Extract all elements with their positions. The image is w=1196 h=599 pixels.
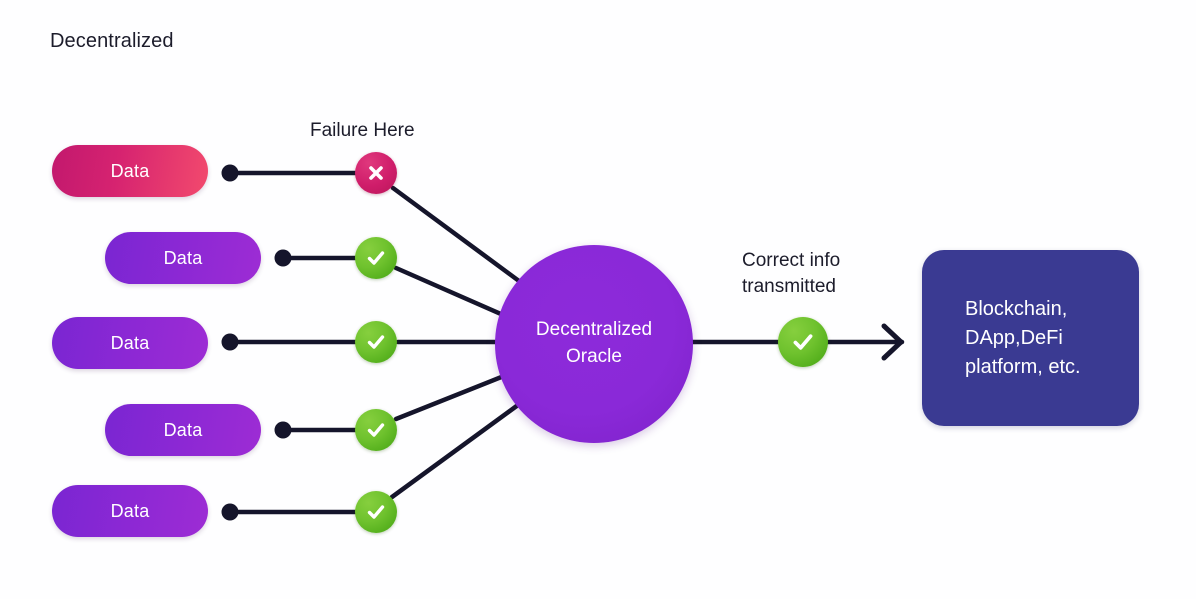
status-badge-ok-4[interactable] <box>355 409 397 451</box>
wire-oracle-1 <box>390 185 522 284</box>
correct-info-annotation-label: Correct info transmitted <box>742 250 841 297</box>
data-source-pill-1[interactable]: Data <box>52 145 208 197</box>
failure-annotation-label: Failure Here <box>310 120 415 141</box>
connector-dot-5 <box>221 503 239 521</box>
arrow-right-icon <box>881 323 904 361</box>
check-icon <box>364 330 388 354</box>
connector-dots <box>221 164 292 521</box>
wire-oracle-2 <box>393 265 513 321</box>
pill-label: Data <box>110 500 150 521</box>
page-title: Decentralized <box>50 30 174 52</box>
connector-dot-2 <box>274 249 292 267</box>
status-badge-output-ok[interactable] <box>778 317 828 367</box>
wire-oracle-4 <box>393 371 512 422</box>
endpoint-label: Blockchain, DApp,DeFi platform, etc. <box>965 297 1081 378</box>
pill-label: Data <box>110 332 150 353</box>
check-icon <box>364 418 388 442</box>
pill-label: Data <box>163 419 203 440</box>
pill-label: Data <box>110 160 150 181</box>
wire-oracle-5 <box>389 402 521 500</box>
status-badge-ok-5[interactable] <box>355 491 397 533</box>
decentralized-oracle-node[interactable]: Decentralized Oracle <box>495 245 693 443</box>
connector-dot-3 <box>221 333 239 351</box>
status-badge-failure-1[interactable] <box>355 152 397 194</box>
x-icon <box>365 162 387 184</box>
data-source-pill-3[interactable]: Data <box>52 317 208 369</box>
connector-dot-1 <box>221 164 239 182</box>
connector-dot-4 <box>274 421 292 439</box>
pill-label: Data <box>163 247 203 268</box>
status-badge-ok-2[interactable] <box>355 237 397 279</box>
oracle-label: Decentralized Oracle <box>535 319 653 367</box>
check-icon <box>364 246 388 270</box>
status-badge-ok-3[interactable] <box>355 321 397 363</box>
data-source-pill-4[interactable]: Data <box>105 404 261 456</box>
data-source-pill-2[interactable]: Data <box>105 232 261 284</box>
check-icon <box>789 328 817 356</box>
check-icon <box>364 500 388 524</box>
data-source-pill-5[interactable]: Data <box>52 485 208 537</box>
blockchain-endpoint-box[interactable]: Blockchain, DApp,DeFi platform, etc. <box>922 250 1139 426</box>
